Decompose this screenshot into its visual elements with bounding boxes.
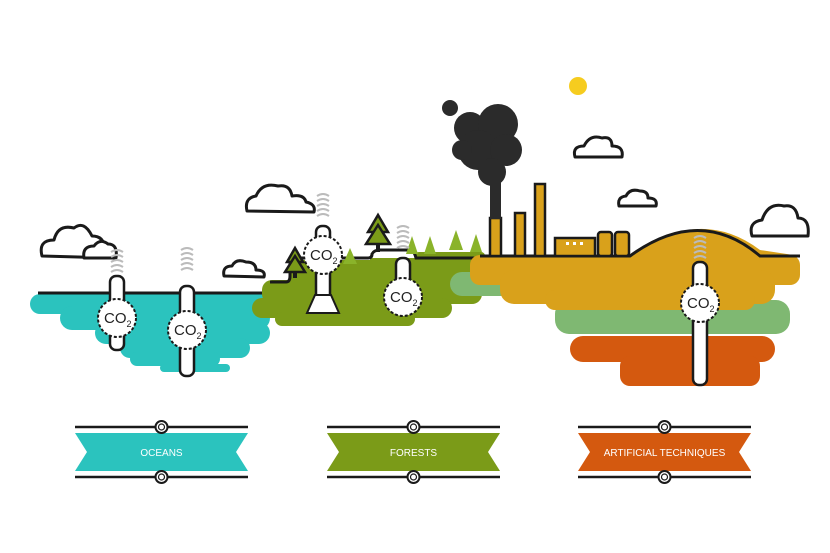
co2-capture-bulb: CO2 xyxy=(97,249,137,352)
cloud-icon xyxy=(39,223,118,260)
cloud-icon xyxy=(572,135,624,159)
ocean-area xyxy=(30,294,270,372)
co2-label: CO2 xyxy=(390,289,418,308)
soil-orange-layer xyxy=(570,336,775,386)
banner-label: FORESTS xyxy=(390,448,438,459)
factory-icon xyxy=(488,182,631,258)
co2-capture-bulb: CO2 xyxy=(680,235,720,387)
ribbon-shape xyxy=(578,433,751,471)
ribbon-shape xyxy=(327,433,500,471)
banner-artificial-techniques: ARTIFICIAL TECHNIQUES xyxy=(578,420,751,484)
ribbon-shape xyxy=(75,433,248,471)
cloud-icon xyxy=(222,259,266,279)
co2-vapor-icon xyxy=(110,249,124,273)
tree-icon xyxy=(282,245,308,278)
cloud-icon xyxy=(749,203,810,238)
co2-vapor-icon xyxy=(180,247,194,271)
banner-oceans: OCEANS xyxy=(75,420,248,484)
co2-label: CO2 xyxy=(310,247,338,266)
tree-icon xyxy=(318,226,482,264)
co2-capture-bulb: CO2 xyxy=(383,225,423,317)
smoke-stack xyxy=(490,175,501,219)
co2-label: CO2 xyxy=(687,295,715,314)
co2-vapor-icon xyxy=(316,193,330,217)
co2-vapor-icon xyxy=(693,235,707,259)
co2-capture-bulb: CO2 xyxy=(167,247,207,378)
tree-icon xyxy=(363,212,393,252)
sun-icon xyxy=(569,77,587,95)
co2-vapor-icon xyxy=(396,225,410,249)
industry-surface-line xyxy=(480,229,800,258)
banner-label: ARTIFICIAL TECHNIQUES xyxy=(604,448,726,459)
banner-label: OCEANS xyxy=(140,448,183,459)
factory-windows xyxy=(566,242,583,245)
co2-label: CO2 xyxy=(174,322,202,341)
co2-label: CO2 xyxy=(104,310,132,329)
cloud-icon xyxy=(617,188,658,208)
co2-capture-bulb: CO2 xyxy=(303,193,343,314)
banner-forests: FORESTS xyxy=(327,420,500,484)
cloud-icon xyxy=(244,183,316,214)
smoke-cloud xyxy=(442,100,522,186)
